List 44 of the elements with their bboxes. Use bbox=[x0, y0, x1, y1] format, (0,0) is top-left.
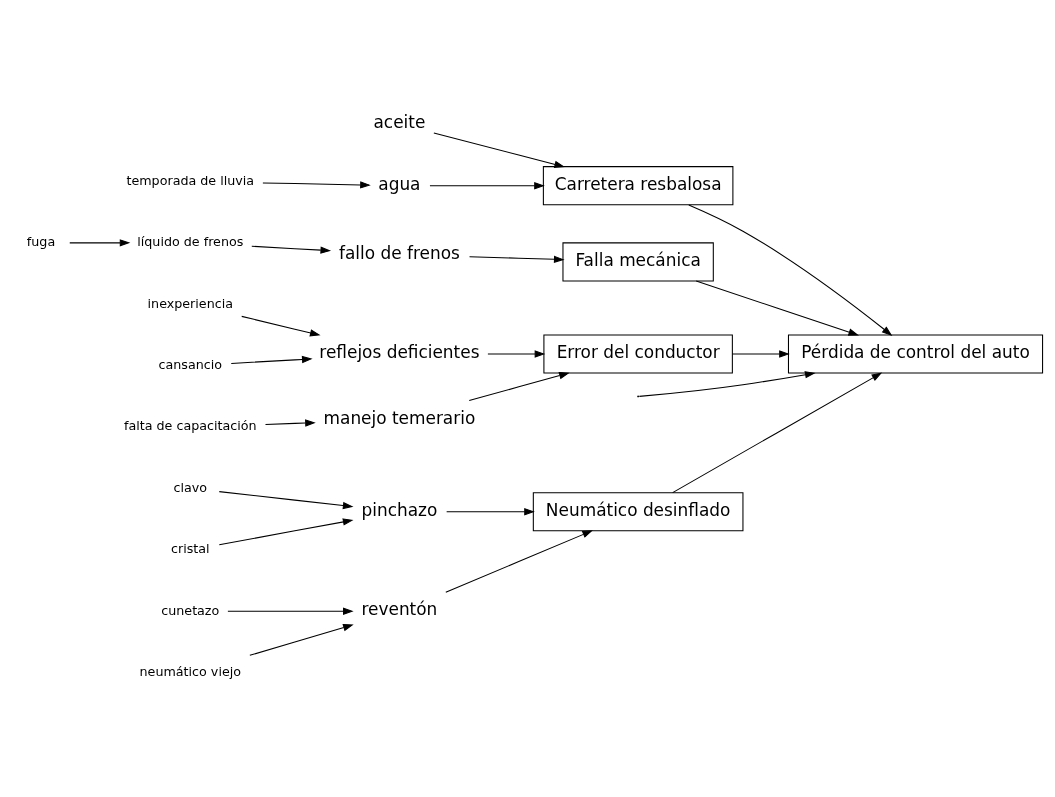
node-text: clavo bbox=[173, 479, 208, 495]
node-text: aceite bbox=[373, 112, 426, 133]
arrow bbox=[227, 607, 354, 615]
arrow bbox=[731, 350, 790, 358]
node-text: cansancio bbox=[158, 356, 223, 372]
node-text: temporada de lluvia bbox=[126, 172, 255, 188]
node-box: Neumático desinflado bbox=[532, 492, 744, 532]
arrow bbox=[468, 372, 570, 402]
arrow bbox=[264, 419, 316, 427]
arrow bbox=[446, 508, 535, 516]
node-text: reventón bbox=[361, 599, 438, 620]
arrow bbox=[433, 132, 565, 168]
arrow bbox=[638, 371, 816, 397]
arrow bbox=[69, 239, 131, 247]
arrow bbox=[695, 280, 860, 336]
node-text: reflejos deficientes bbox=[319, 342, 480, 363]
arrow bbox=[688, 204, 893, 336]
arrow bbox=[249, 624, 354, 656]
node-text: fallo de frenos bbox=[338, 242, 460, 263]
node-text: cunetazo bbox=[161, 602, 220, 618]
node-box: Error del conductor bbox=[543, 334, 733, 374]
node-text: agua bbox=[378, 173, 421, 194]
arrow bbox=[262, 181, 371, 189]
node-box: Falla mecánica bbox=[562, 242, 714, 282]
node-text: inexperiencia bbox=[147, 295, 233, 311]
arrow bbox=[487, 350, 546, 358]
node-box: Carretera resbalosa bbox=[542, 166, 734, 206]
arrow bbox=[429, 182, 545, 190]
arrow bbox=[241, 315, 321, 337]
arrow bbox=[672, 372, 883, 494]
node-text: cristal bbox=[170, 541, 210, 557]
node-text: manejo temerario bbox=[323, 407, 476, 428]
arrow bbox=[469, 255, 565, 264]
arrow bbox=[251, 245, 332, 254]
node-box: Pérdida de control del auto bbox=[787, 334, 1044, 374]
node-text: fuga bbox=[26, 234, 56, 250]
node-text: falta de capacitación bbox=[124, 418, 257, 434]
node-text: pinchazo bbox=[361, 499, 438, 520]
arrow bbox=[445, 530, 593, 593]
node-text: líquido de frenos bbox=[137, 234, 244, 250]
node-text: neumático viejo bbox=[139, 663, 242, 679]
arrow bbox=[218, 491, 354, 510]
arrow bbox=[218, 518, 354, 546]
arrow bbox=[230, 355, 313, 364]
